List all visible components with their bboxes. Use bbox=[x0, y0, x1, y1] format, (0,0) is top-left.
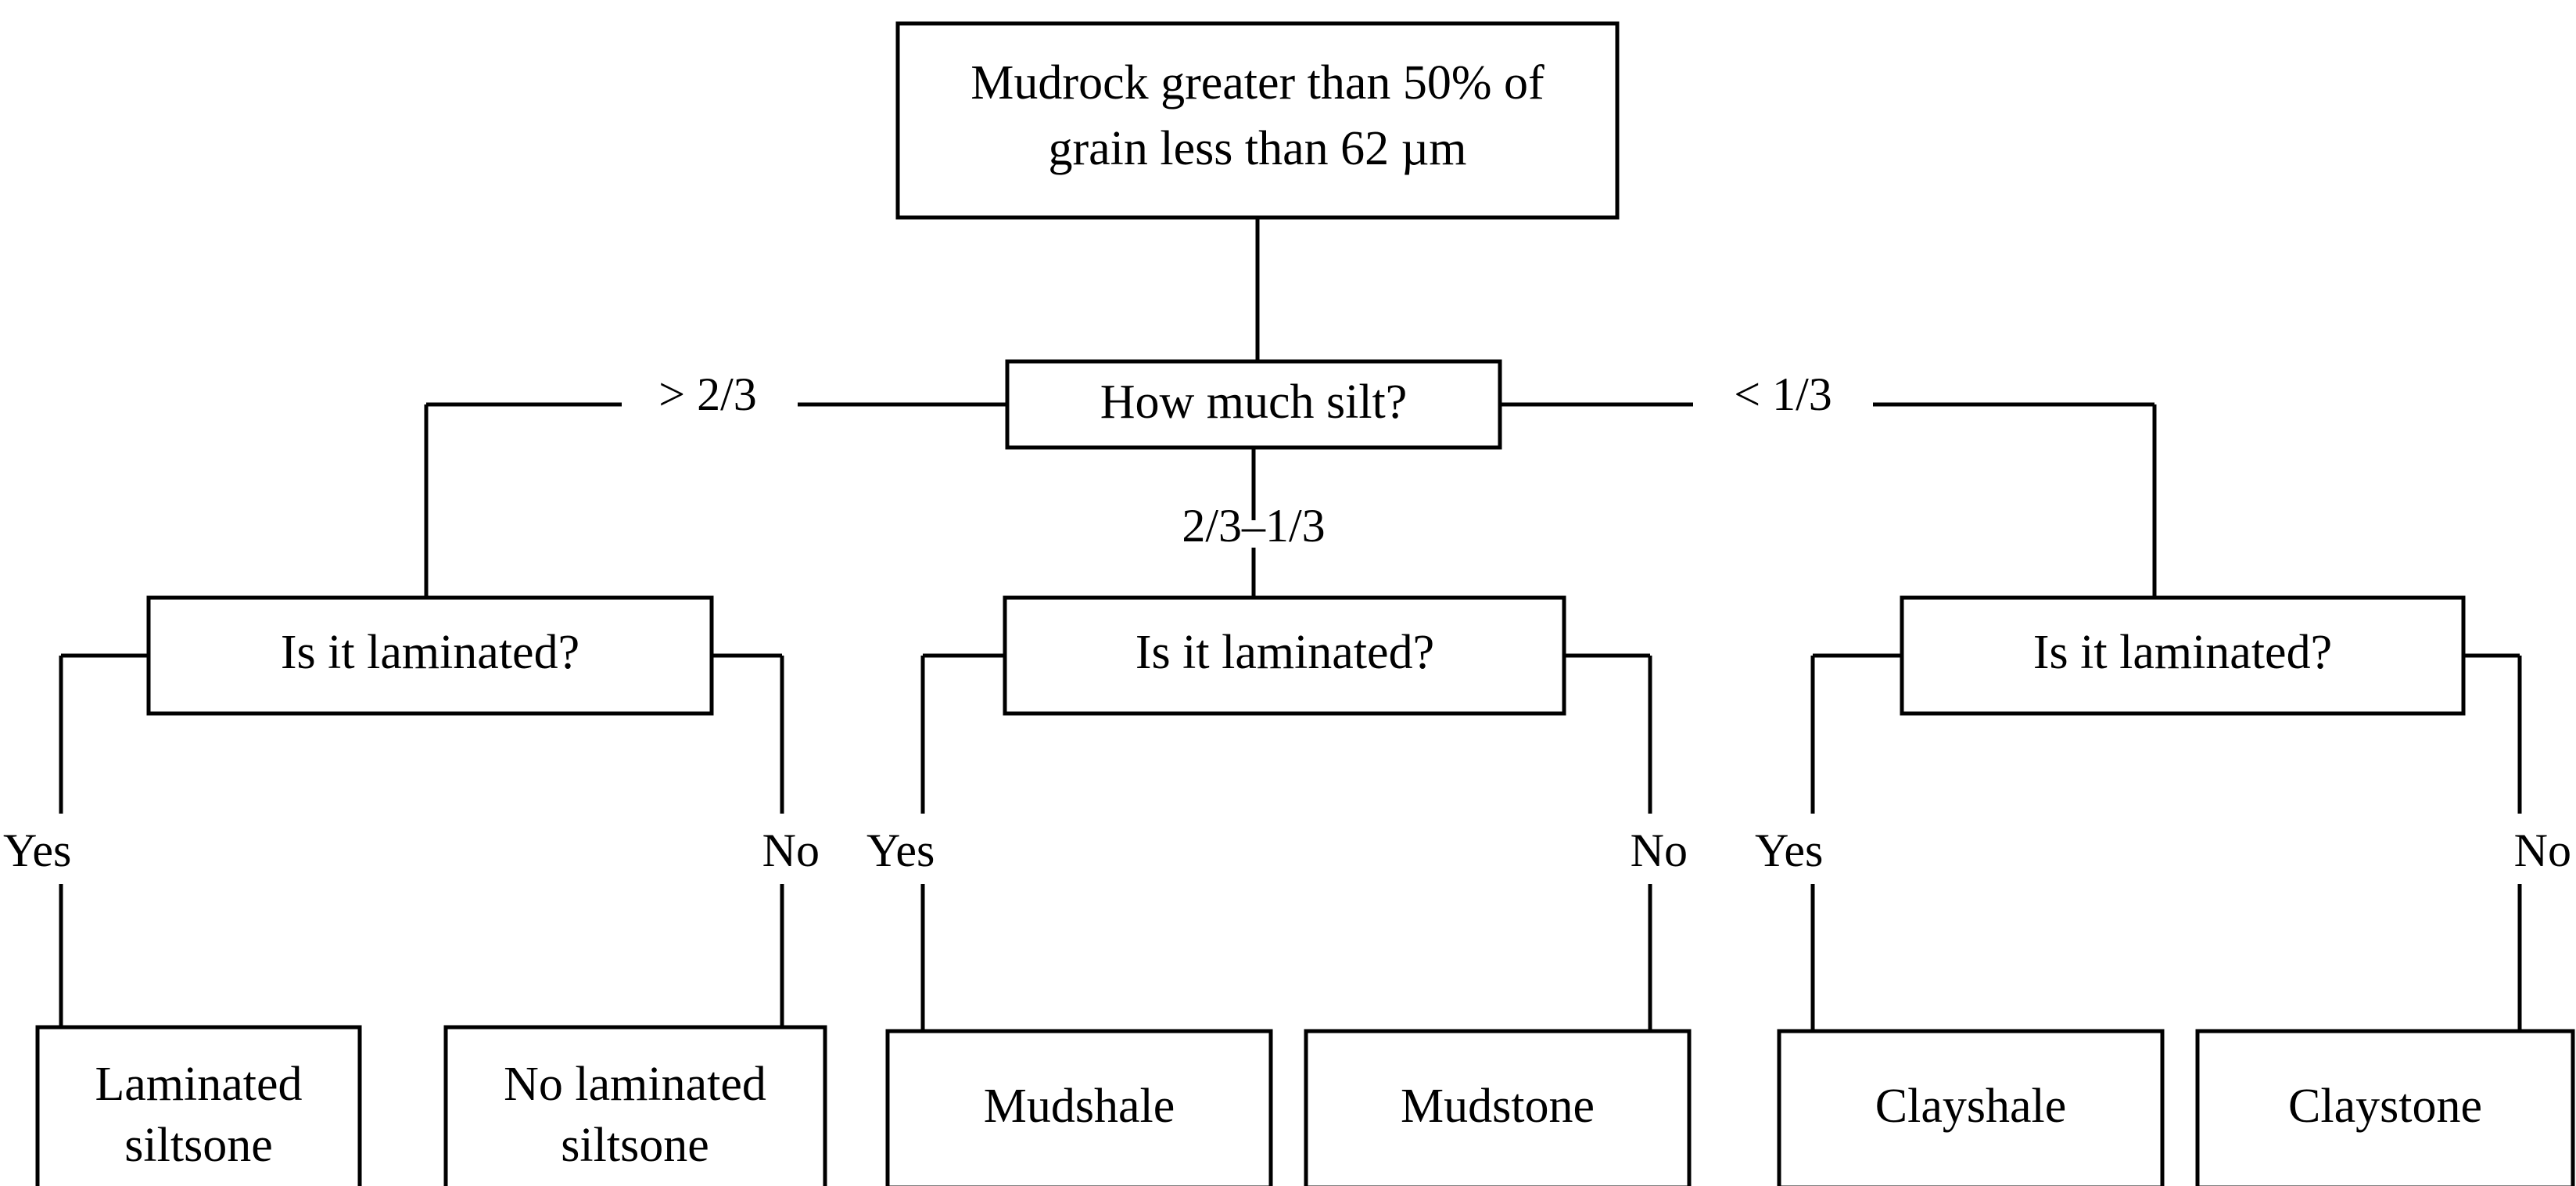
edge-label-right-no: No bbox=[2514, 825, 2571, 876]
node-terminal-mudshale[interactable] bbox=[885, 1029, 1273, 1186]
node-terminal-claystone-label: Claystone bbox=[2288, 1080, 2482, 1133]
node-decision-laminated-left-label: Is it laminated? bbox=[281, 626, 579, 679]
edge-label-silt-middle: 2/3–1/3 bbox=[1182, 500, 1325, 552]
edge-label-middle-no: No bbox=[1631, 825, 1688, 876]
edge-label-right-yes: Yes bbox=[1755, 825, 1823, 876]
node-decision-laminated-right[interactable] bbox=[1900, 595, 2466, 716]
node-terminal-mudshale-label: Mudshale bbox=[984, 1080, 1175, 1133]
node-terminal-laminated-siltsone-line2: siltsone bbox=[124, 1119, 272, 1172]
node-decision-how-much-silt-label: How much silt? bbox=[1100, 376, 1408, 429]
node-root-mudrock[interactable] bbox=[895, 21, 1620, 220]
node-terminal-clayshale-label: Clayshale bbox=[1875, 1080, 2067, 1133]
edge-label-middle-yes: Yes bbox=[866, 825, 935, 876]
node-terminal-claystone[interactable] bbox=[2195, 1029, 2575, 1186]
node-terminal-no-laminated-siltsone-line1: No laminated bbox=[504, 1058, 766, 1111]
edge-label-left-no: No bbox=[762, 825, 820, 876]
node-terminal-mudstone-label: Mudstone bbox=[1401, 1080, 1595, 1133]
node-terminal-laminated-siltsone-line1: Laminated bbox=[95, 1058, 302, 1111]
edge-label-silt-right: < 1/3 bbox=[1734, 368, 1832, 420]
node-terminal-laminated-siltsone[interactable] bbox=[35, 1025, 362, 1186]
node-decision-laminated-middle-label: Is it laminated? bbox=[1136, 626, 1434, 679]
edge-label-silt-left: > 2/3 bbox=[658, 368, 757, 420]
node-decision-laminated-right-label: Is it laminated? bbox=[2033, 626, 2332, 679]
node-terminal-clayshale[interactable] bbox=[1777, 1029, 2165, 1186]
node-root-mudrock-line1: Mudrock greater than 50% of bbox=[970, 56, 1545, 110]
node-terminal-mudstone[interactable] bbox=[1304, 1029, 1692, 1186]
edge-label-left-yes: Yes bbox=[3, 825, 71, 876]
node-root-mudrock-line2: grain less than 62 µm bbox=[1048, 122, 1466, 175]
node-terminal-no-laminated-siltsone-line2: siltsone bbox=[561, 1119, 709, 1172]
node-terminal-no-laminated-siltsone[interactable] bbox=[443, 1025, 827, 1186]
